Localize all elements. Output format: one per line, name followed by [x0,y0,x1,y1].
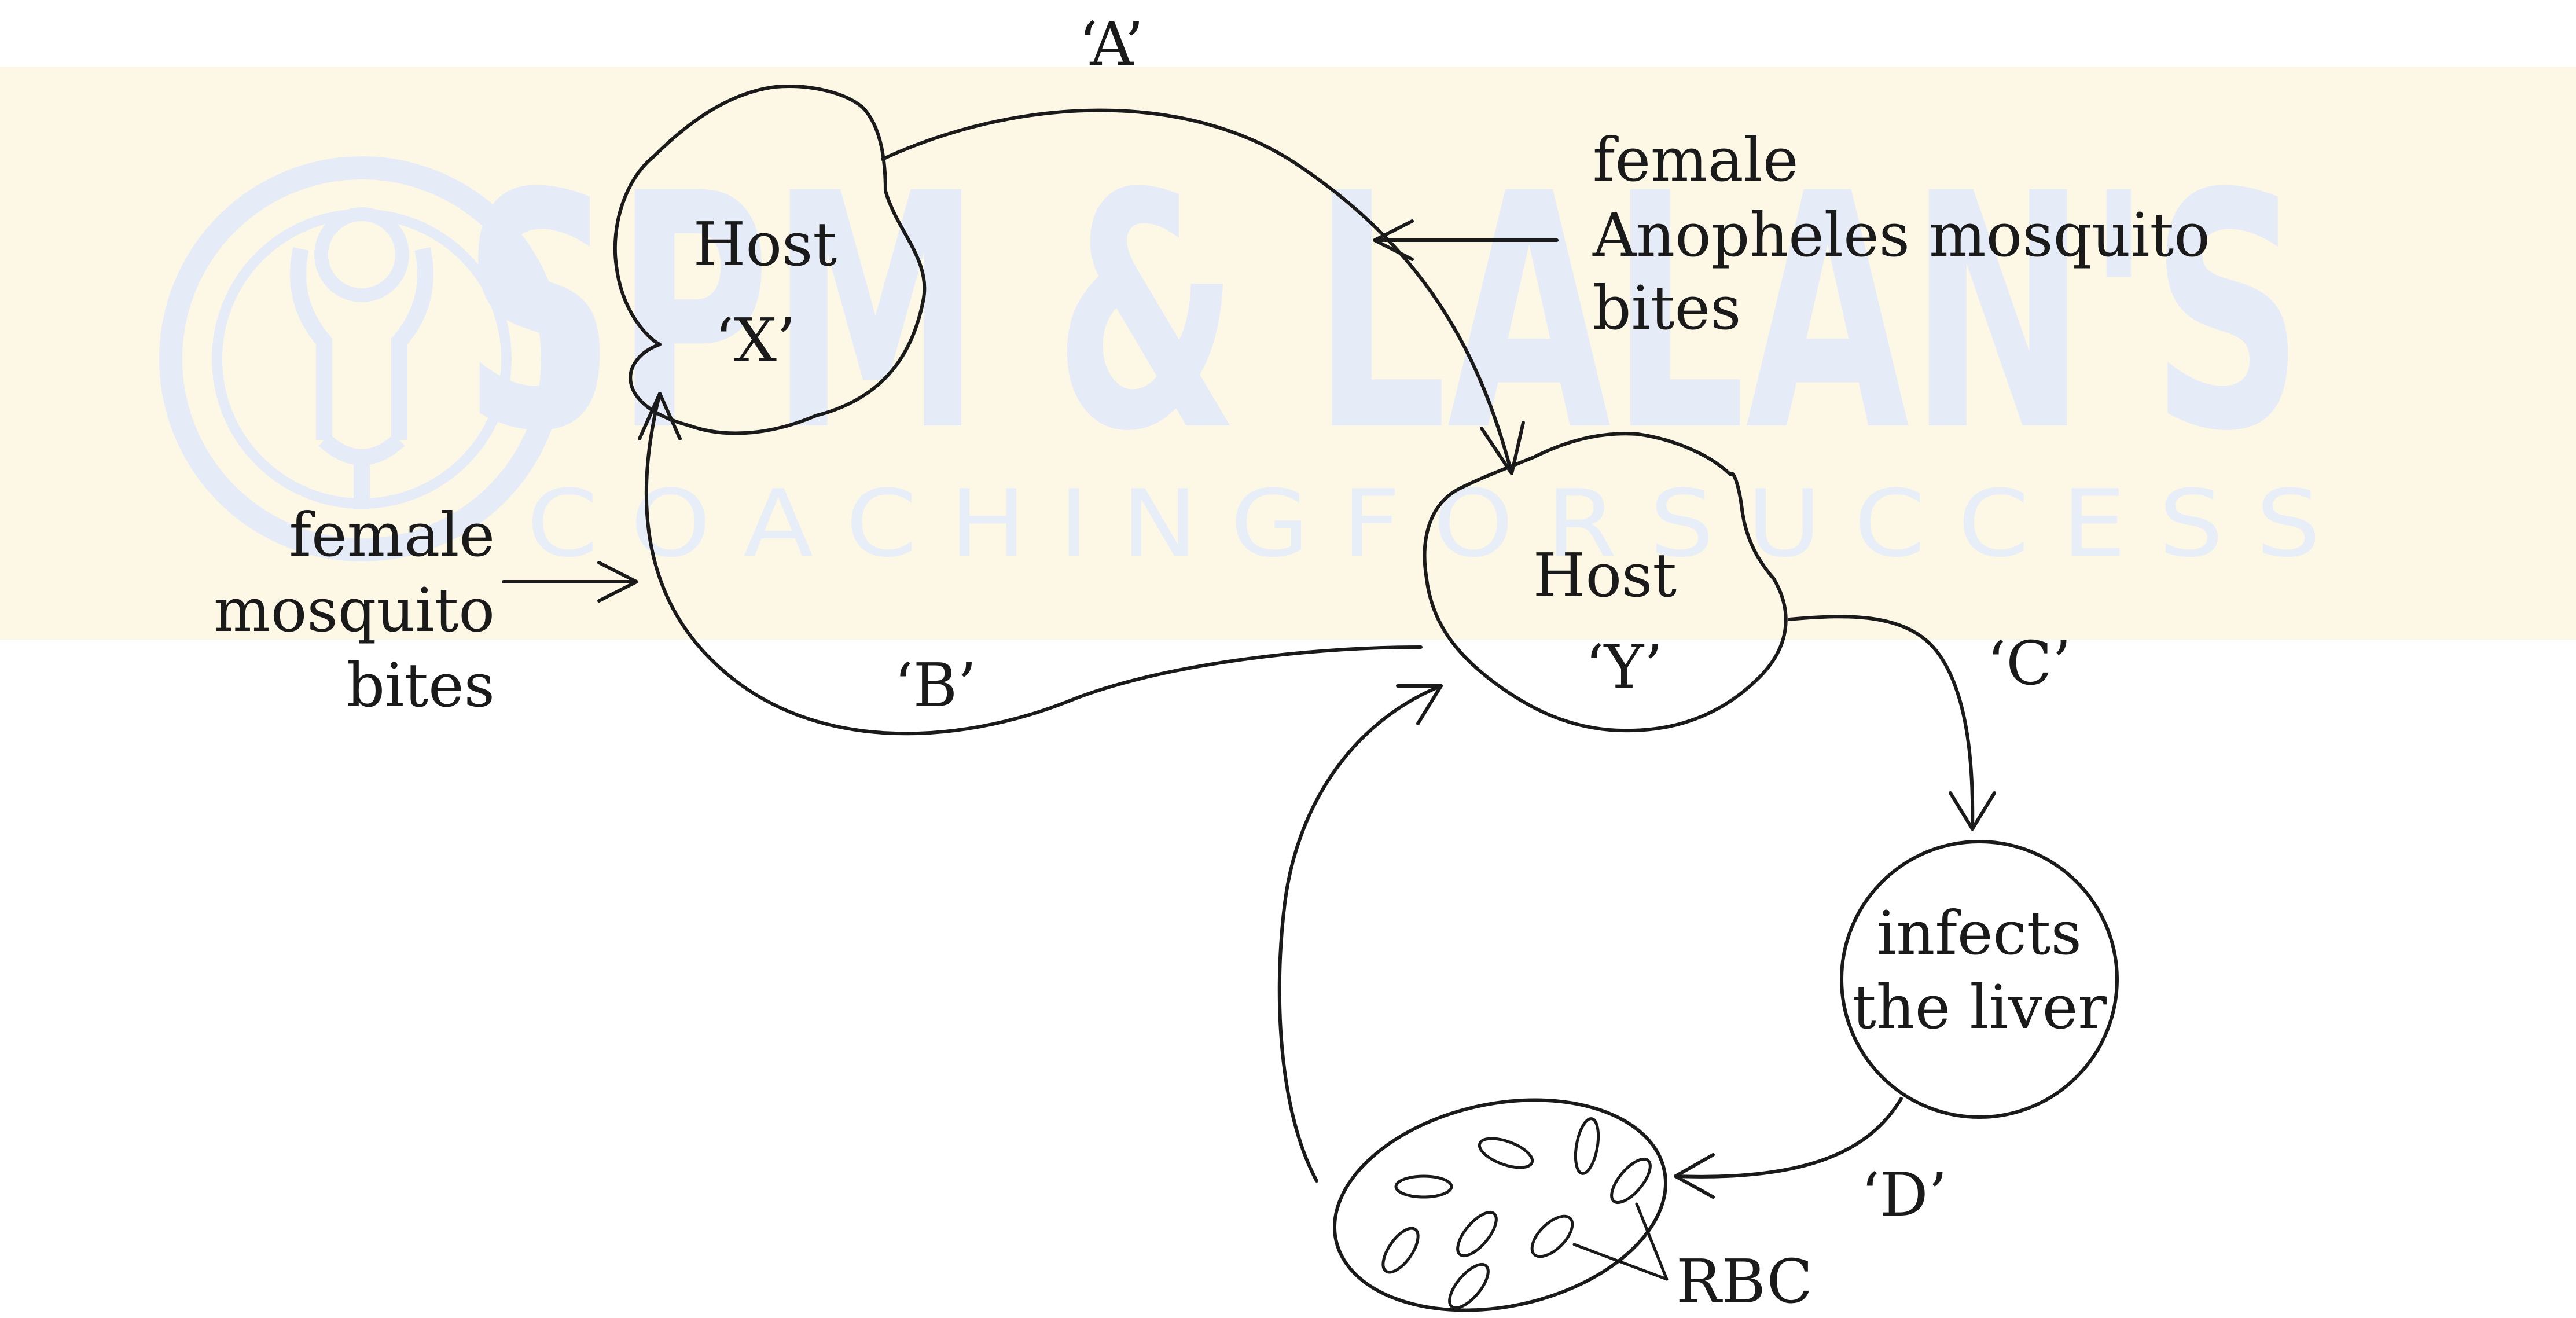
mosquito-annotation: female mosquito bites [214,500,638,721]
mosquito-text-line3: bites [346,650,495,721]
rbc-cell [1478,1137,1534,1169]
edge-b-arrowhead [638,392,682,440]
rbc-cell [1574,1117,1600,1175]
host-y-label-line1: Host [1533,540,1677,611]
rbc-cell [1530,1214,1574,1258]
rbc-label: RBC [1676,1246,1813,1317]
edge-b: ‘B’ [638,392,1423,736]
anopheles-text-line3: bites [1593,273,1741,343]
host-x-outline [613,85,927,435]
edge-d: ‘D’ [1674,1097,1947,1230]
liver-label-line1: infects [1877,898,2082,968]
edge-b-arrow [644,392,1423,736]
anopheles-text-line1: female [1593,124,1798,195]
host-x-node: Host ‘X’ [613,85,927,435]
edge-a: ‘A’ [881,9,1525,475]
edge-a-arrowhead [1480,421,1525,475]
mosquito-text-line1: female [289,500,495,570]
host-y-outline [1423,432,1788,733]
anopheles-text-line2: Anopheles mosquito [1592,200,2210,270]
edge-c-arrowhead [1949,791,1996,831]
edge-d-arrowhead [1674,1153,1715,1199]
edge-c-label: ‘C’ [1987,628,2071,699]
anopheles-annotation: female Anopheles mosquito bites [1373,124,2210,343]
host-y-node: Host ‘Y’ [1423,432,1788,733]
edge-a-arrow [881,108,1513,475]
edge-a-label: ‘A’ [1079,9,1144,79]
rbc-cell [1381,1227,1420,1274]
rbc-cell [1394,1174,1453,1199]
edge-c-arrow [1788,615,1975,831]
edge-rbc-to-host-y-arrow [1277,684,1443,1183]
liver-label-line2: the liver [1852,972,2107,1042]
anopheles-pointer-arrow [1373,219,1559,261]
rbc-pointer-lines [1572,1202,1669,1281]
edge-rbc-to-host-y-arrowhead [1396,684,1443,725]
rbc-cell [1448,1262,1490,1310]
liver-outline [1840,840,2119,1119]
edge-c: ‘C’ [1788,615,2071,831]
edge-b-label: ‘B’ [894,650,977,721]
host-x-label-line2: ‘X’ [715,305,796,376]
watermark-logo-icon [159,156,564,561]
liver-node: infects the liver [1840,840,2119,1119]
mosquito-text-line2: mosquito [214,575,495,645]
mosquito-pointer-arrow [502,561,638,603]
watermark-brand: SPM & LALAN'S [463,125,2303,502]
rbc-cells [1381,1117,1652,1310]
edge-d-arrow [1674,1097,1903,1179]
edge-rbc-to-host-y [1277,684,1443,1183]
rbc-cell [1456,1210,1498,1258]
rbc-cell [1610,1157,1652,1205]
rbc-outline [1333,1098,1667,1312]
watermark: SPM & LALAN'S C O A C H I N G F O R S U … [0,67,2576,640]
edge-d-label: ‘D’ [1861,1159,1947,1230]
host-y-label-line2: ‘Y’ [1585,632,1663,702]
host-x-label-line1: Host [693,209,837,280]
rbc-node: RBC [1333,1098,1813,1317]
